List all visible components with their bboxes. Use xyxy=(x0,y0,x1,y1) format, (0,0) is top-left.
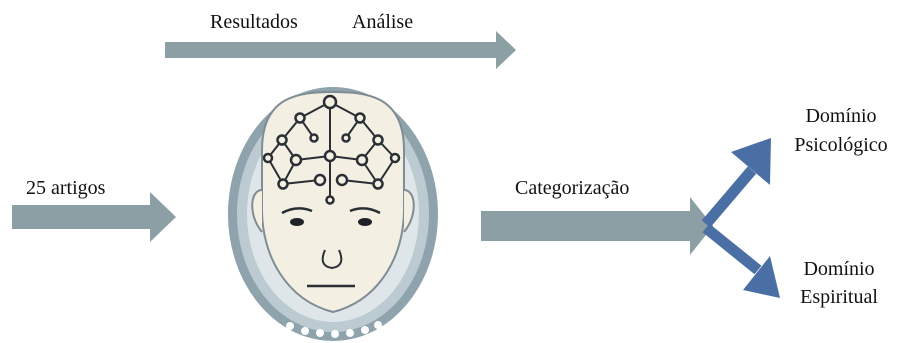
label-resultados: Resultados xyxy=(210,11,298,33)
label-25-artigos: 25 artigos xyxy=(26,177,106,199)
label-dominio-espiritual-line1: Domínio xyxy=(803,258,875,280)
label-categorizacao: Categorização xyxy=(515,177,630,199)
label-dominio-psicologico: Domínio Psicológico xyxy=(782,104,900,157)
branch-arrow-up xyxy=(701,138,771,228)
input-arrow xyxy=(12,192,176,242)
head-with-brain-network-icon xyxy=(228,87,438,341)
label-dominio-espiritual: Domínio Espiritual xyxy=(784,257,894,309)
label-dominio-psicologico-line2: Psicológico xyxy=(794,134,888,156)
top-arrow xyxy=(165,31,516,69)
label-dominio-espiritual-line2: Espiritual xyxy=(800,286,878,308)
label-analise: Análise xyxy=(352,11,414,33)
label-dominio-psicologico-line1: Domínio xyxy=(805,105,877,127)
categorization-arrow xyxy=(481,197,713,255)
branch-arrow-down xyxy=(702,223,780,298)
